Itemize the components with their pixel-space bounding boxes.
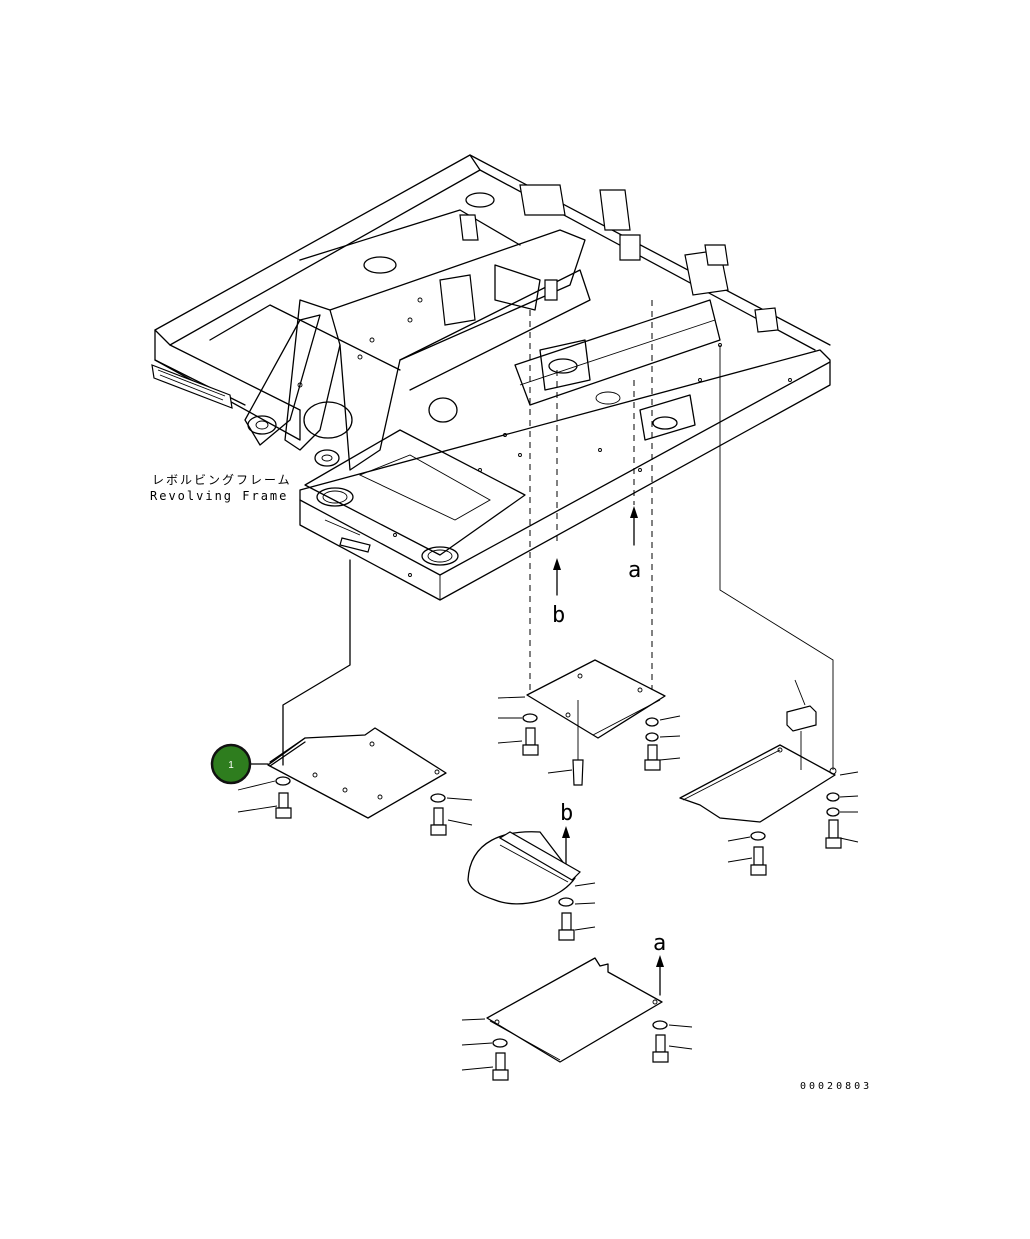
- ref-b-lower: b: [560, 801, 573, 826]
- ref-b-upper: b: [552, 603, 565, 628]
- item-callout[interactable]: 1: [210, 743, 269, 785]
- bottom-cover-plate: [461, 957, 693, 1081]
- frame-label-jp: レボルビングフレーム: [152, 473, 292, 487]
- drawing-code: 00020803: [800, 1081, 872, 1092]
- leader-lines: [282, 300, 834, 996]
- ref-a-lower: a: [653, 931, 666, 956]
- callout-circle: [210, 743, 252, 785]
- center-cover-plate: [497, 659, 681, 786]
- left-cover-plate: [237, 727, 473, 836]
- ref-a-upper: a: [628, 558, 641, 583]
- callout-number: 1: [228, 760, 234, 771]
- frame-label-en: Revolving Frame: [150, 489, 288, 503]
- revolving-frame-drawing: [151, 154, 831, 601]
- curved-cover-plate: [467, 831, 596, 941]
- right-cover-plate: [679, 679, 859, 876]
